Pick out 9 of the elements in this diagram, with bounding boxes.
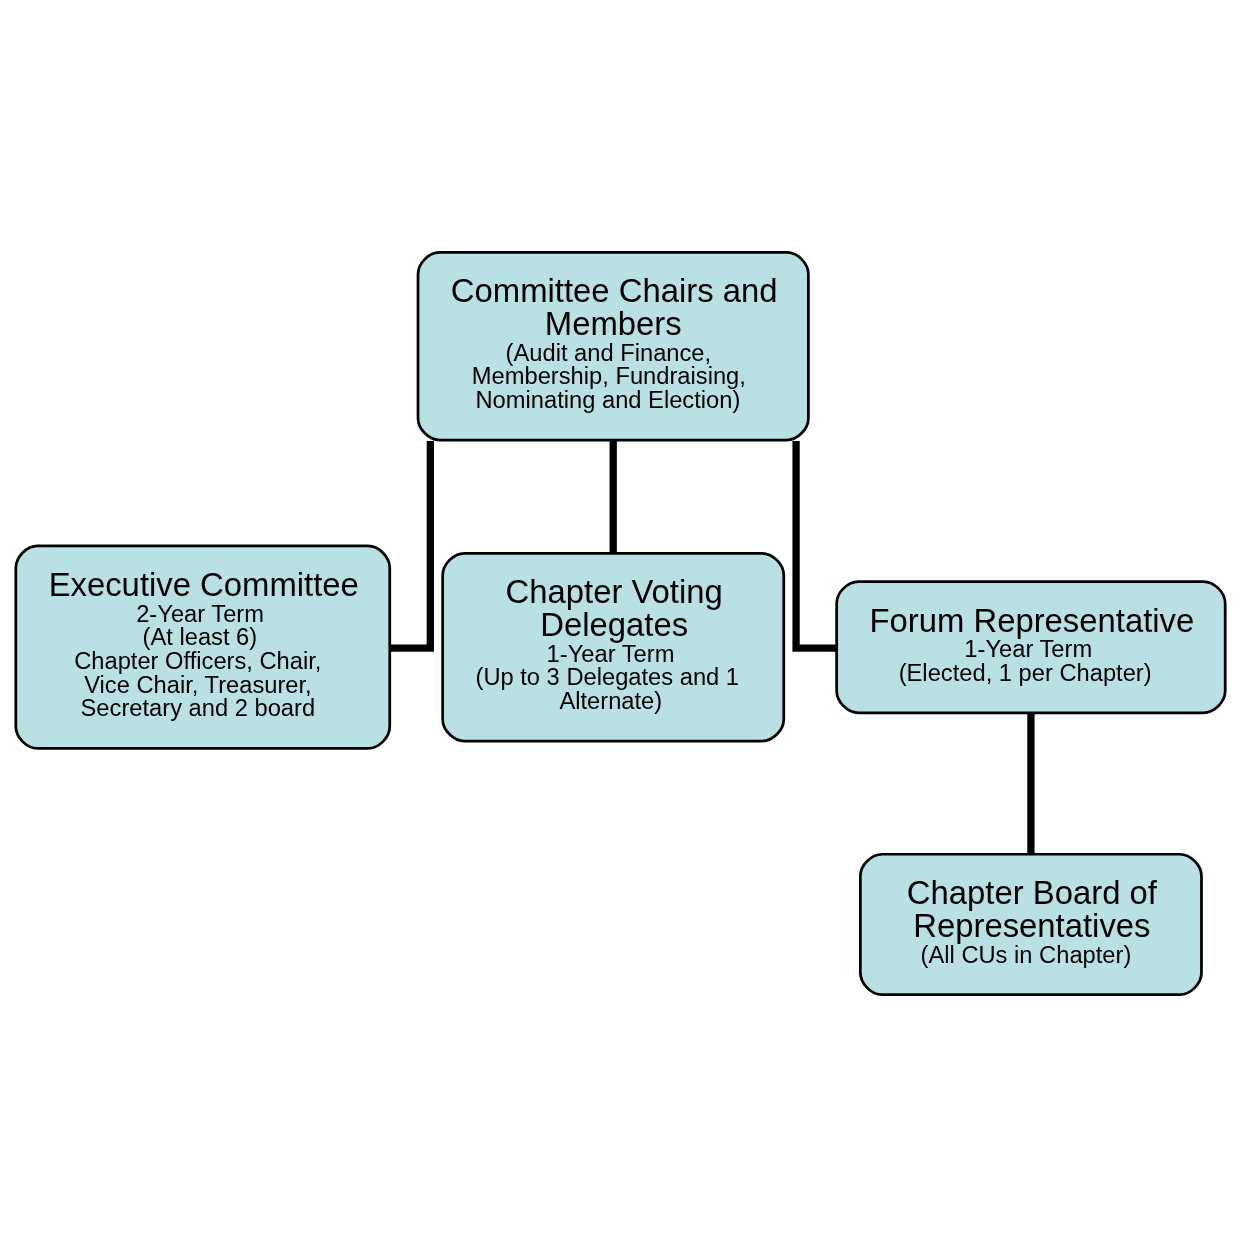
node-box: Chapter Board of Representatives (All CUs in Chapter): [859, 852, 1203, 997]
node-box: Committee Chairs and Members (Audit and Finance, Membership, Fundraising, Nominating and Election): [416, 250, 810, 442]
connector: [609, 440, 617, 554]
node-box: Executive Committee 2-Year Term (At least 6) Chapter Officers, Chair, Vice Chair, Treasurer, Secretary and 2 board: [14, 544, 392, 750]
node-box: Chapter Voting Delegates 1-Year Term (Up to 3 Delegates and 1 Alternate): [441, 551, 786, 743]
node-box: Forum Representative 1-Year Term (Elected, 1 per Chapter): [835, 580, 1227, 715]
connector: [390, 440, 434, 652]
connector: [792, 440, 837, 652]
connector: [1027, 712, 1035, 854]
